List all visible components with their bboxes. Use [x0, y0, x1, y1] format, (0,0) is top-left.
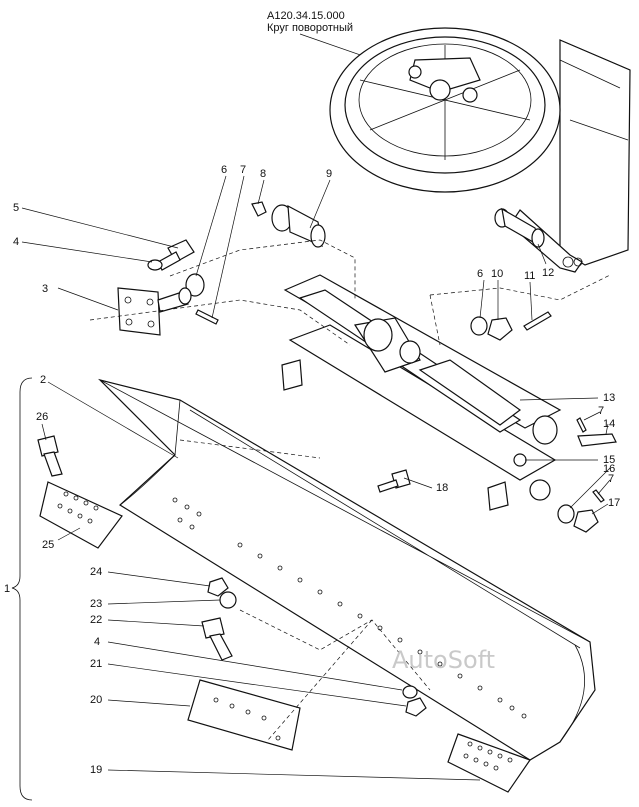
blade-2 — [98, 378, 596, 761]
callout-22: 22 — [90, 614, 102, 626]
plate-3 — [117, 287, 192, 336]
nut-10 — [487, 317, 513, 341]
callout-21: 21 — [90, 658, 102, 670]
nut-24 — [207, 577, 229, 597]
assembly-code: А120.34.15.000 — [267, 10, 345, 22]
assembly-name: Круг поворотный — [267, 22, 353, 34]
cotter-pin-11 — [523, 311, 552, 331]
callout-18: 18 — [436, 482, 448, 494]
callout-15: 15 — [603, 454, 615, 466]
callout-25: 25 — [42, 539, 54, 551]
bolt-18 — [377, 469, 411, 493]
assembly-dashed-lines — [89, 239, 611, 741]
bolt-22 — [201, 617, 233, 661]
callout-7b: 7 — [598, 405, 604, 417]
callout-3: 3 — [42, 283, 48, 295]
callout-11: 11 — [524, 270, 535, 282]
callout-26: 26 — [36, 411, 48, 423]
nut-17 — [573, 509, 599, 533]
callout-10: 10 — [491, 268, 503, 280]
callout-4a: 4 — [13, 236, 19, 248]
callout-19: 19 — [90, 764, 102, 776]
callout-17: 17 — [608, 497, 620, 509]
callout-14: 14 — [603, 418, 615, 430]
callout-labels: 2 3 4 4 5 6 6 7 7 7 8 9 10 11 12 13 14 1… — [13, 164, 620, 776]
nut-21 — [405, 697, 427, 717]
callout-7c: 7 — [608, 473, 614, 485]
watermark: AutoSoft — [392, 646, 495, 674]
washer-6a — [185, 273, 205, 297]
callout-5: 5 — [13, 202, 19, 214]
bolt-5 — [157, 239, 195, 271]
callout-23: 23 — [90, 598, 102, 610]
pin-9 — [271, 204, 326, 248]
callout-4b: 4 — [94, 636, 100, 648]
group-brace — [11, 377, 33, 801]
callout-24: 24 — [90, 566, 102, 578]
washer-15 — [513, 453, 527, 467]
fitting-8 — [251, 201, 267, 217]
callout-2: 2 — [40, 374, 46, 386]
washer-6b — [470, 316, 488, 336]
turning-circle — [329, 27, 631, 273]
callout-1: 1 — [4, 583, 10, 595]
leader-lines — [21, 175, 611, 781]
callout-9: 9 — [326, 168, 332, 180]
washer-4a — [147, 259, 163, 271]
washer-16 — [557, 504, 575, 524]
bolt-26 — [37, 435, 63, 477]
callout-8: 8 — [260, 168, 266, 180]
callout-12: 12 — [542, 267, 554, 279]
cotter-pin-7a — [195, 309, 219, 325]
callout-20: 20 — [90, 694, 102, 706]
cotter-pin-7b — [576, 417, 587, 433]
callout-7a: 7 — [240, 164, 246, 176]
washer-23 — [219, 591, 237, 609]
pin-14 — [577, 433, 617, 447]
knife-19 — [447, 733, 531, 793]
cotter-pin-7c — [592, 489, 605, 503]
knife-25 — [39, 481, 123, 549]
callout-6a: 6 — [221, 164, 227, 176]
callout-6b: 6 — [477, 268, 483, 280]
plate-20 — [187, 679, 301, 751]
callout-16: 16 — [603, 463, 615, 475]
callout-13: 13 — [603, 392, 615, 404]
frame-13 — [281, 274, 562, 511]
washer-4b — [402, 685, 418, 699]
pin-12 — [494, 207, 545, 248]
